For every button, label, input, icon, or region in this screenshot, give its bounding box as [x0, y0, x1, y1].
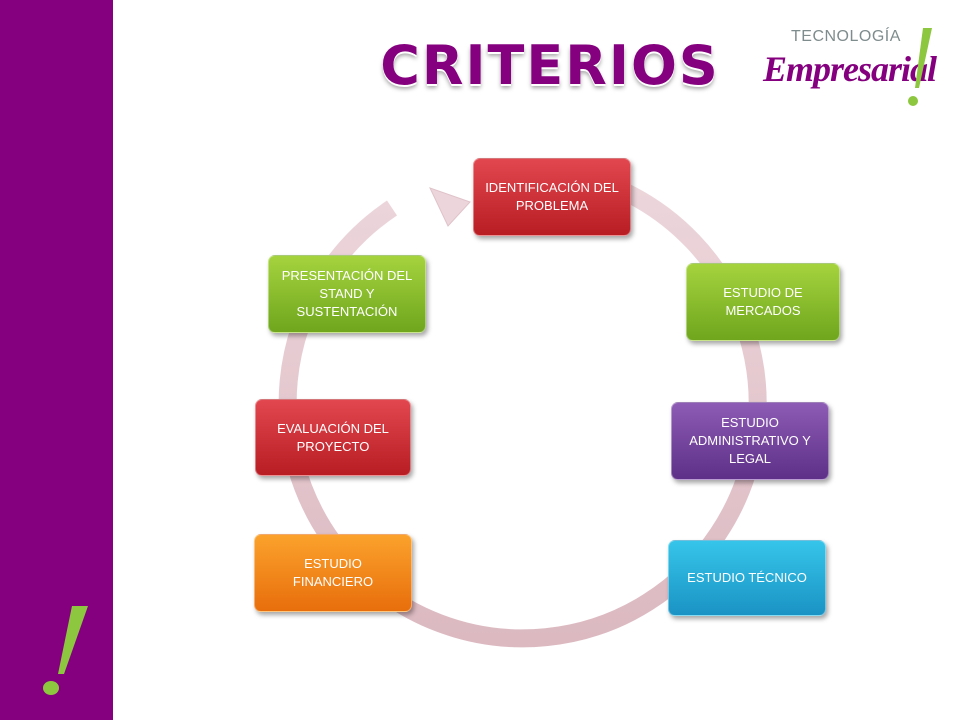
step-presentacion-del-stand-y-sustentacion: PRESENTACIÓN DEL STAND Y SUSTENTACIÓN [268, 255, 426, 333]
page-title: CRITERIOS [380, 34, 720, 97]
step-label: PRESENTACIÓN DEL STAND Y SUSTENTACIÓN [281, 268, 413, 319]
brand-logo: TECNOLOGÍA Empresarial [755, 26, 945, 110]
step-identificacion-del-problema: IDENTIFICACIÓN DEL PROBLEMA [473, 158, 631, 236]
step-evaluacion-del-proyecto: EVALUACIÓN DEL PROYECTO [255, 399, 411, 476]
exclamation-icon [43, 606, 88, 695]
step-estudio-administrativo-y-legal: ESTUDIO ADMINISTRATIVO Y LEGAL [671, 402, 829, 480]
sidebar-band [0, 0, 113, 720]
step-label: IDENTIFICACIÓN DEL PROBLEMA [485, 180, 619, 213]
exclamation-icon [908, 28, 932, 106]
logo-main-text: Empresarial [763, 49, 937, 89]
step-label: ESTUDIO FINANCIERO [292, 556, 374, 589]
step-label: EVALUACIÓN DEL PROYECTO [277, 420, 389, 454]
step-label: ESTUDIO TÉCNICO [687, 570, 807, 585]
step-estudio-tecnico: ESTUDIO TÉCNICO [668, 540, 826, 616]
step-estudio-financiero: ESTUDIO FINANCIERO [254, 534, 412, 612]
logo-top-text: TECNOLOGÍA [791, 28, 901, 45]
step-estudio-de-mercados: ESTUDIO DE MERCADOS [686, 263, 840, 341]
step-label: ESTUDIO DE MERCADOS [723, 285, 803, 318]
step-label: ESTUDIO ADMINISTRATIVO Y LEGAL [689, 415, 811, 466]
